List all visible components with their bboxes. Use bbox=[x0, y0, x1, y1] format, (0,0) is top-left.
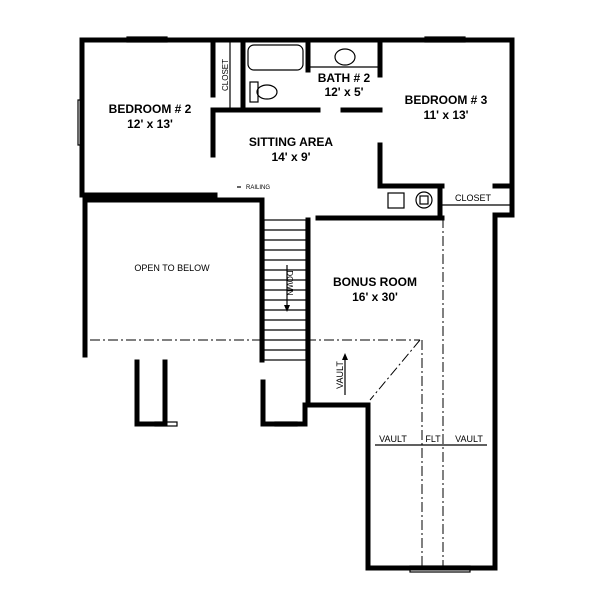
sitting-area-size: 14' x 9' bbox=[271, 150, 310, 164]
closet-right-label: CLOSET bbox=[455, 193, 492, 203]
bath2-name: BATH # 2 bbox=[318, 71, 371, 85]
bathtub-icon bbox=[247, 44, 304, 71]
vault-lines bbox=[90, 186, 487, 566]
flat-label: FLT bbox=[425, 434, 441, 444]
toilet-icon bbox=[249, 81, 259, 103]
fixtures bbox=[229, 42, 510, 209]
sink-icon bbox=[334, 48, 356, 66]
closet-left-label: CLOSET bbox=[221, 59, 230, 91]
bedroom3-size: 11' x 13' bbox=[423, 108, 468, 122]
dryer-icon bbox=[415, 191, 433, 209]
vault-left-label: VAULT bbox=[379, 434, 407, 444]
bedroom2-size: 12' x 13' bbox=[127, 117, 173, 131]
stairs bbox=[263, 219, 307, 361]
bedroom2-name: BEDROOM # 2 bbox=[109, 102, 192, 116]
bath2-size: 12' x 5' bbox=[324, 85, 363, 99]
vault-side-label: VAULT bbox=[335, 361, 345, 389]
room-labels: BEDROOM # 2 12' x 13' BATH # 2 12' x 5' … bbox=[109, 59, 492, 444]
bonus-room-name: BONUS ROOM bbox=[333, 275, 417, 289]
vault-right-label: VAULT bbox=[455, 434, 483, 444]
open-to-below-label: OPEN TO BELOW bbox=[134, 263, 210, 273]
walls bbox=[79, 37, 515, 571]
sitting-area-name: SITTING AREA bbox=[249, 135, 334, 149]
down-label: DOWN bbox=[285, 270, 294, 296]
railing-label: RAILING bbox=[246, 185, 270, 191]
washer-icon bbox=[387, 192, 405, 209]
bedroom3-name: BEDROOM # 3 bbox=[405, 93, 488, 107]
bonus-room-size: 16' x 30' bbox=[352, 290, 398, 304]
